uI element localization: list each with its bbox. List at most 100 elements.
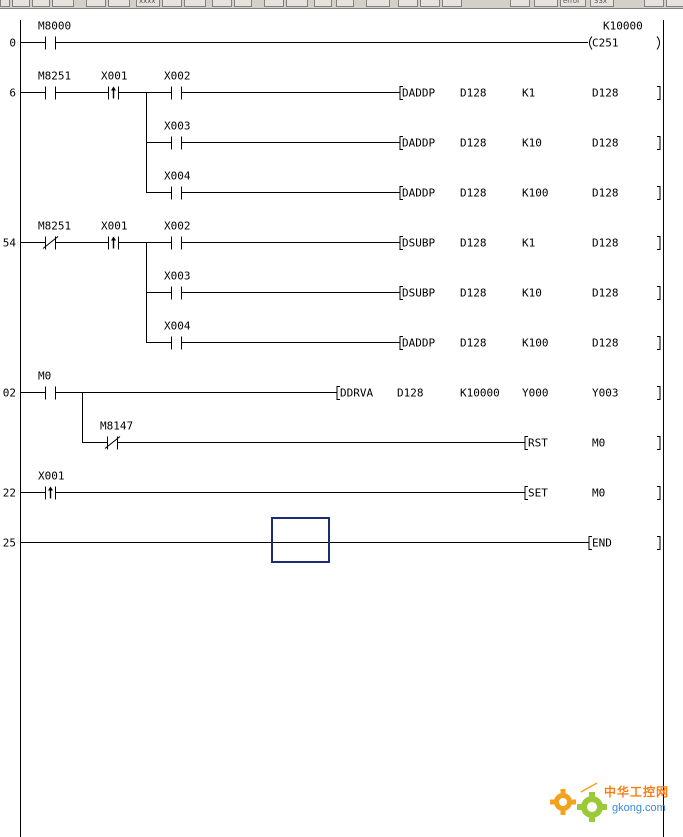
instruction-operand: Y003 bbox=[592, 387, 619, 400]
watermark-logo bbox=[547, 780, 683, 830]
instruction-operand: DADDP bbox=[402, 87, 435, 100]
contact-label: M8000 bbox=[38, 20, 71, 33]
instruction-operand: K1 bbox=[522, 237, 535, 250]
contact-x001[interactable]: X001 bbox=[101, 220, 128, 250]
contact-m8251[interactable]: M8251 bbox=[38, 220, 71, 250]
instruction-operand: DADDP bbox=[402, 187, 435, 200]
toolbar-button[interactable] bbox=[108, 0, 130, 7]
instruction-operand: DDRVA bbox=[340, 387, 373, 400]
toolbar-button[interactable] bbox=[86, 0, 106, 7]
instruction-operand: K10 bbox=[522, 137, 542, 150]
edit-cursor[interactable] bbox=[271, 517, 330, 563]
instruction-operand: D128 bbox=[592, 337, 619, 350]
instruction-set[interactable]: SET M0 bbox=[524, 486, 661, 500]
contact-m0[interactable]: M0 bbox=[38, 370, 56, 400]
contact-m8251[interactable]: M8251 bbox=[38, 70, 71, 100]
step-number: 0 bbox=[9, 37, 16, 50]
instruction-operand: D128 bbox=[592, 137, 619, 150]
contact-x002[interactable]: X002 bbox=[164, 220, 191, 250]
toolbar-button[interactable] bbox=[0, 0, 10, 7]
instruction-operand: DSUBP bbox=[402, 237, 435, 250]
toolbar-button-error[interactable]: error bbox=[560, 0, 586, 7]
instruction-operand: D128 bbox=[460, 237, 487, 250]
contact-label: X001 bbox=[101, 70, 128, 83]
toolbar-label: 33x bbox=[594, 0, 608, 5]
toolbar-button[interactable] bbox=[314, 0, 332, 7]
coil-label: C251 bbox=[592, 37, 619, 50]
contact-label: X002 bbox=[164, 70, 191, 83]
instruction-operand: Y000 bbox=[522, 387, 549, 400]
instruction-operand: M0 bbox=[592, 437, 605, 450]
toolbar-button[interactable] bbox=[52, 0, 74, 7]
watermark-site-name: 中华工控网 bbox=[604, 785, 670, 799]
step-number: 25 bbox=[3, 537, 16, 550]
contact-label: M8251 bbox=[38, 220, 71, 233]
watermark-url: gkong.com bbox=[612, 802, 666, 814]
instruction-end[interactable]: END bbox=[588, 536, 661, 550]
toolbar-button-xxxx[interactable]: xxxx bbox=[136, 0, 160, 7]
toolbar-button[interactable] bbox=[420, 0, 440, 7]
toolbar-button[interactable] bbox=[510, 0, 530, 7]
toolbar-button[interactable] bbox=[184, 0, 206, 7]
instruction-operand: D128 bbox=[460, 287, 487, 300]
contact-m8000[interactable]: M8000 bbox=[38, 20, 71, 50]
contact-label: X001 bbox=[38, 470, 65, 483]
instruction-operand: END bbox=[592, 537, 612, 550]
instruction-operand: D128 bbox=[460, 87, 487, 100]
toolbar-button[interactable] bbox=[234, 0, 252, 7]
instruction-operand: D128 bbox=[592, 87, 619, 100]
contact-x001[interactable]: X001 bbox=[38, 470, 65, 500]
toolbar-button-33x[interactable]: 33x bbox=[590, 0, 614, 7]
contact-label: X004 bbox=[164, 320, 191, 333]
toolbar-button[interactable] bbox=[32, 0, 50, 7]
instruction-daddp[interactable]: DADDP D128 K100 D128 bbox=[399, 186, 661, 200]
contact-x003[interactable]: X003 bbox=[164, 270, 191, 300]
instruction-operand: D128 bbox=[397, 387, 424, 400]
toolbar-button[interactable] bbox=[212, 0, 232, 7]
contact-label: X002 bbox=[164, 220, 191, 233]
contact-x003[interactable]: X003 bbox=[164, 120, 191, 150]
instruction-operand: D128 bbox=[460, 137, 487, 150]
contact-m8147[interactable]: M8147 bbox=[100, 420, 133, 450]
toolbar: xxxx error 33x bbox=[0, 0, 683, 9]
contact-x002[interactable]: X002 bbox=[164, 70, 191, 100]
toolbar-button[interactable] bbox=[442, 0, 462, 7]
step-number: 22 bbox=[3, 487, 16, 500]
toolbar-button[interactable] bbox=[12, 0, 30, 7]
instruction-operand: K100 bbox=[522, 187, 549, 200]
toolbar-button[interactable] bbox=[286, 0, 308, 7]
zoom-icon[interactable] bbox=[366, 0, 390, 7]
instruction-operand: D128 bbox=[460, 337, 487, 350]
step-number: 6 bbox=[9, 87, 16, 100]
toolbar-button[interactable] bbox=[398, 0, 418, 7]
instruction-operand: D128 bbox=[592, 187, 619, 200]
toolbar-button[interactable] bbox=[162, 0, 182, 7]
instruction-operand: K10 bbox=[522, 287, 542, 300]
contact-label: M8147 bbox=[100, 420, 133, 433]
contact-x001[interactable]: X001 bbox=[101, 70, 128, 100]
step-number: 54 bbox=[3, 237, 17, 250]
contact-label: M8251 bbox=[38, 70, 71, 83]
toolbar-button[interactable] bbox=[264, 0, 284, 7]
toolbar-label: error bbox=[563, 0, 580, 5]
instruction-operand: SET bbox=[528, 487, 548, 500]
instruction-operand: D128 bbox=[460, 187, 487, 200]
instruction-operand: M0 bbox=[592, 487, 605, 500]
contact-label: M0 bbox=[38, 370, 51, 383]
toolbar-button[interactable] bbox=[666, 0, 683, 7]
contact-label: X003 bbox=[164, 120, 191, 133]
toolbar-button[interactable] bbox=[644, 0, 664, 7]
contact-x004[interactable]: X004 bbox=[164, 320, 191, 350]
toolbar-button[interactable] bbox=[534, 0, 558, 7]
contact-x004[interactable]: X004 bbox=[164, 170, 191, 200]
toolbar-button[interactable] bbox=[336, 0, 354, 7]
